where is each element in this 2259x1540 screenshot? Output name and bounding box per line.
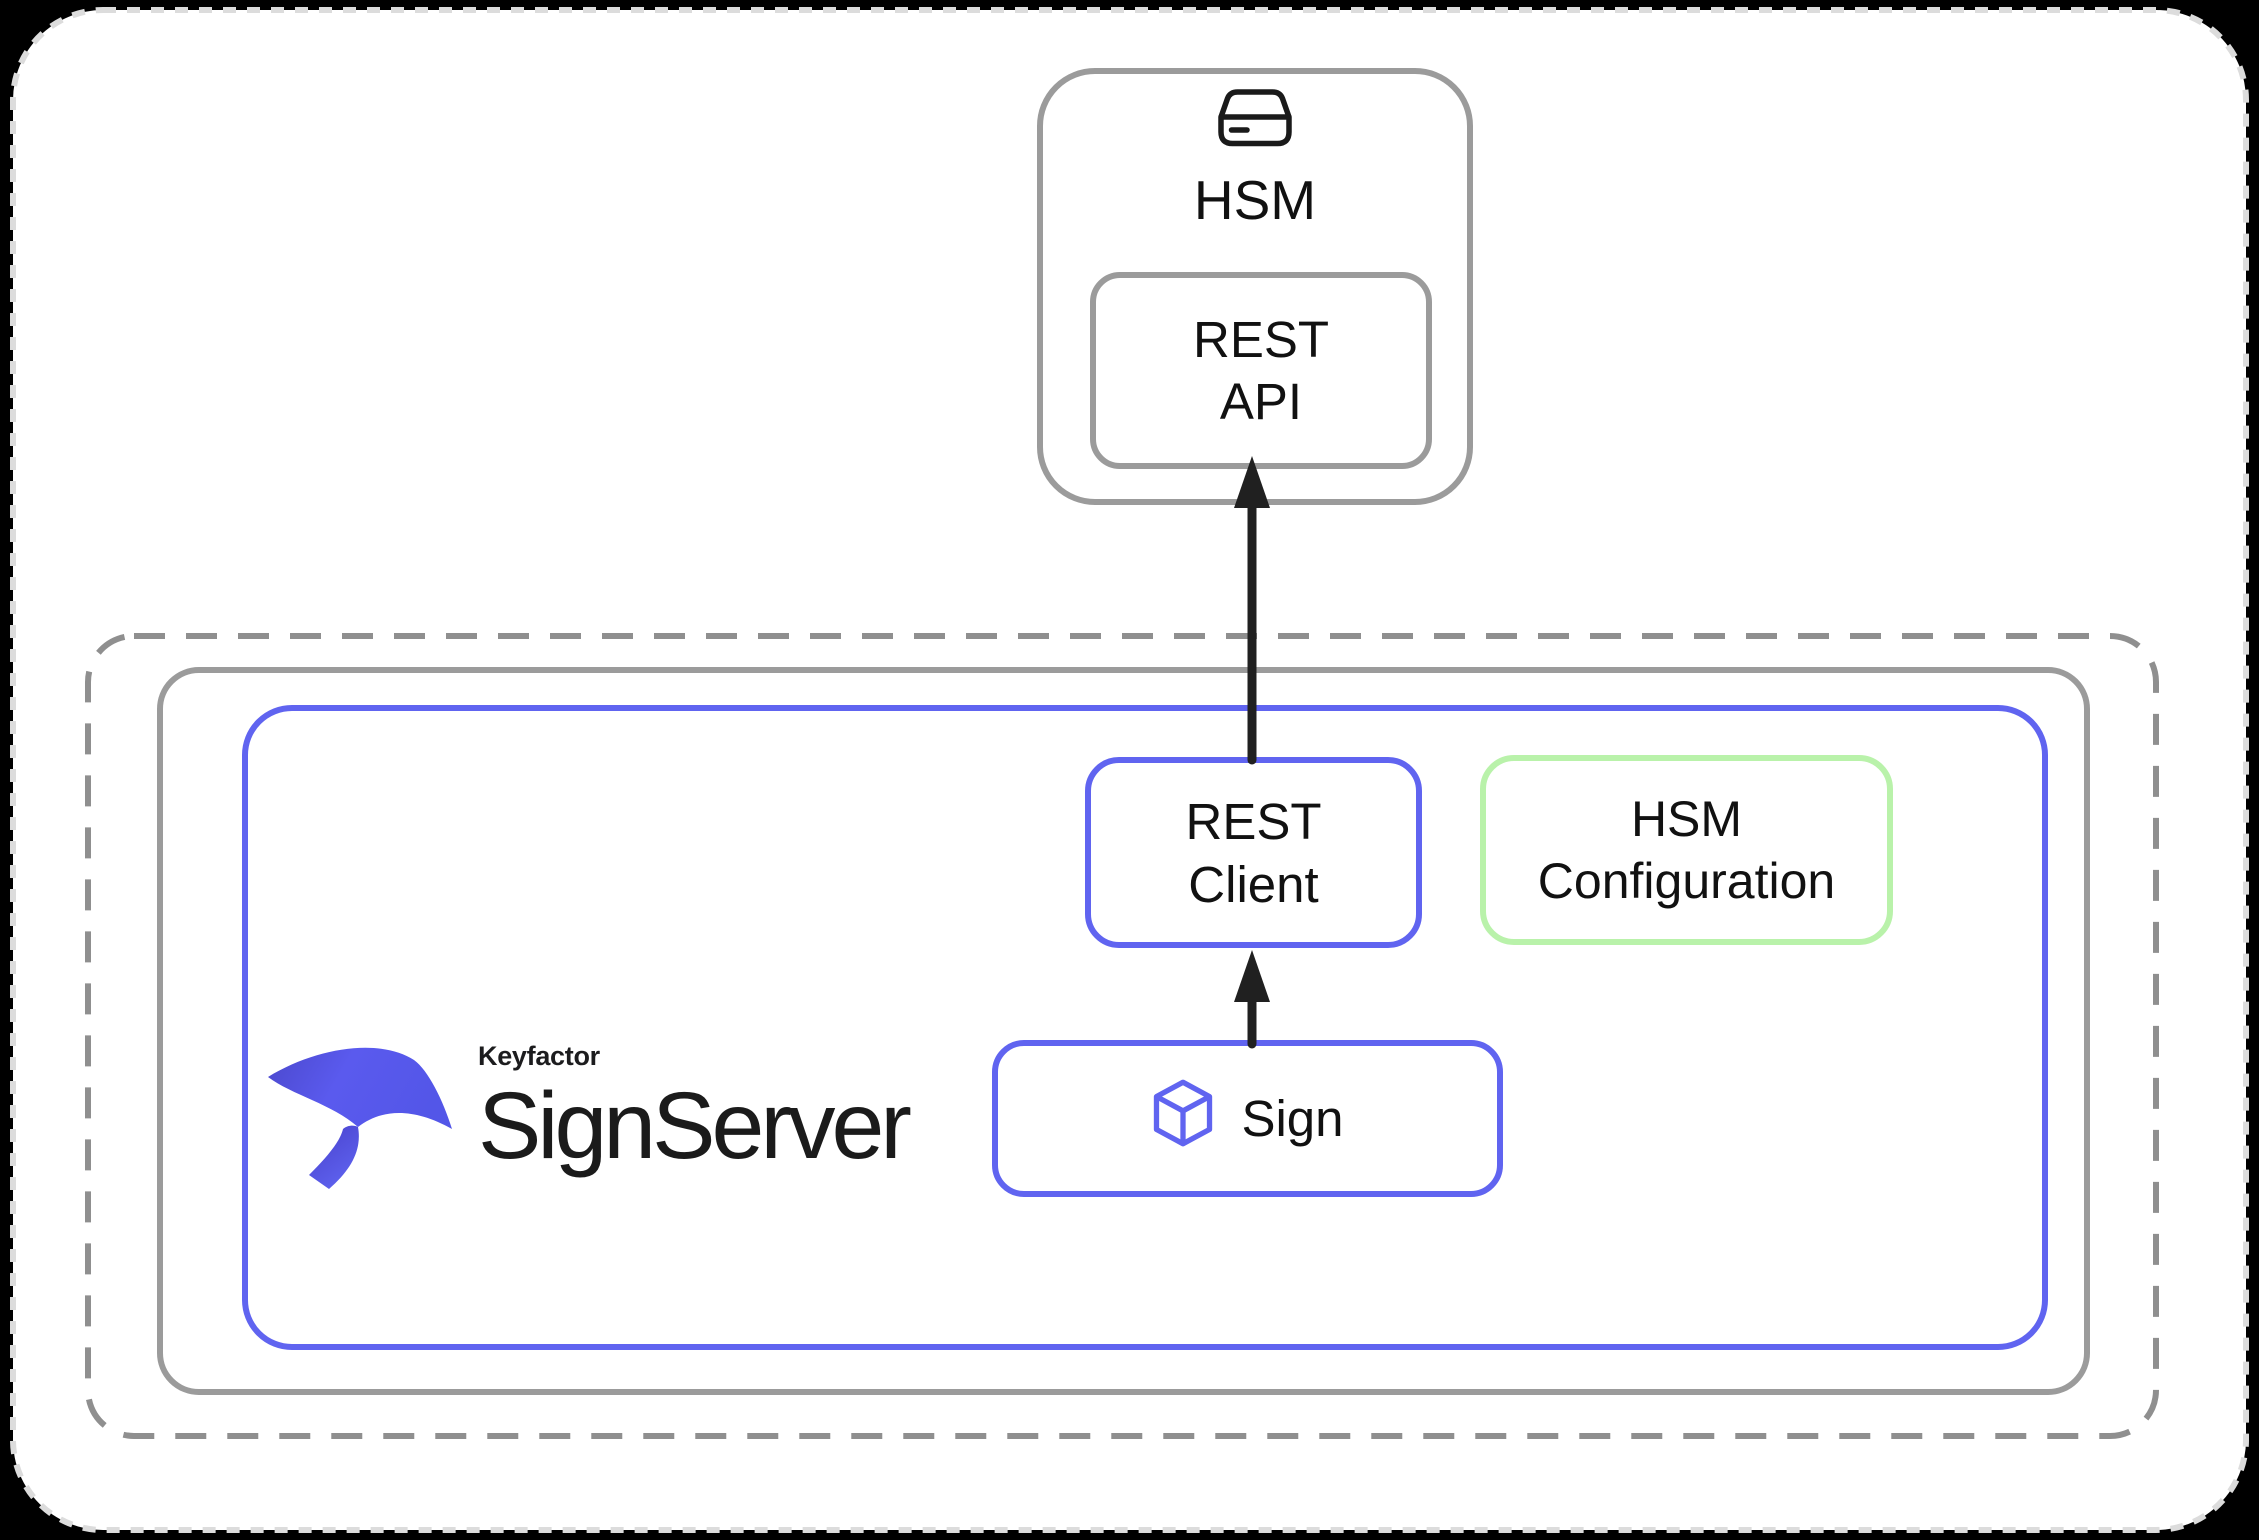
host-container (157, 667, 2090, 1395)
hsm-node: HSM REST API (1037, 68, 1473, 505)
hsm-node-title: HSM (1193, 169, 1317, 231)
sign-worker-label: Sign (1241, 1090, 1344, 1147)
logo-wordmark: Keyfactor SignServer (478, 1040, 912, 1179)
rest-api-label-line2: API (1219, 372, 1303, 430)
hsm-configuration-box: HSM Configuration (1480, 755, 1893, 945)
hsm-drive-icon (1043, 86, 1467, 150)
keyfactor-signserver-logo: Keyfactor SignServer (262, 1040, 922, 1220)
hsm-configuration-label-line1: HSM (1630, 791, 1743, 847)
sign-worker-box: Sign (992, 1040, 1503, 1197)
rest-client-label-line2: Client (1188, 855, 1319, 913)
rest-client-box: REST Client (1085, 757, 1422, 948)
logo-brand-text: Keyfactor (478, 1041, 600, 1071)
signserver-container (242, 705, 2048, 1350)
rest-api-box: REST API (1090, 272, 1432, 469)
rest-api-label-line1: REST (1192, 310, 1330, 368)
rest-client-label-line1: REST (1185, 792, 1322, 850)
logo-product-text: SignServer (478, 1073, 912, 1179)
hsm-configuration-label-line2: Configuration (1537, 853, 1836, 909)
cube-icon (1151, 1078, 1215, 1160)
keyfactor-ribbon-icon (262, 1045, 454, 1200)
